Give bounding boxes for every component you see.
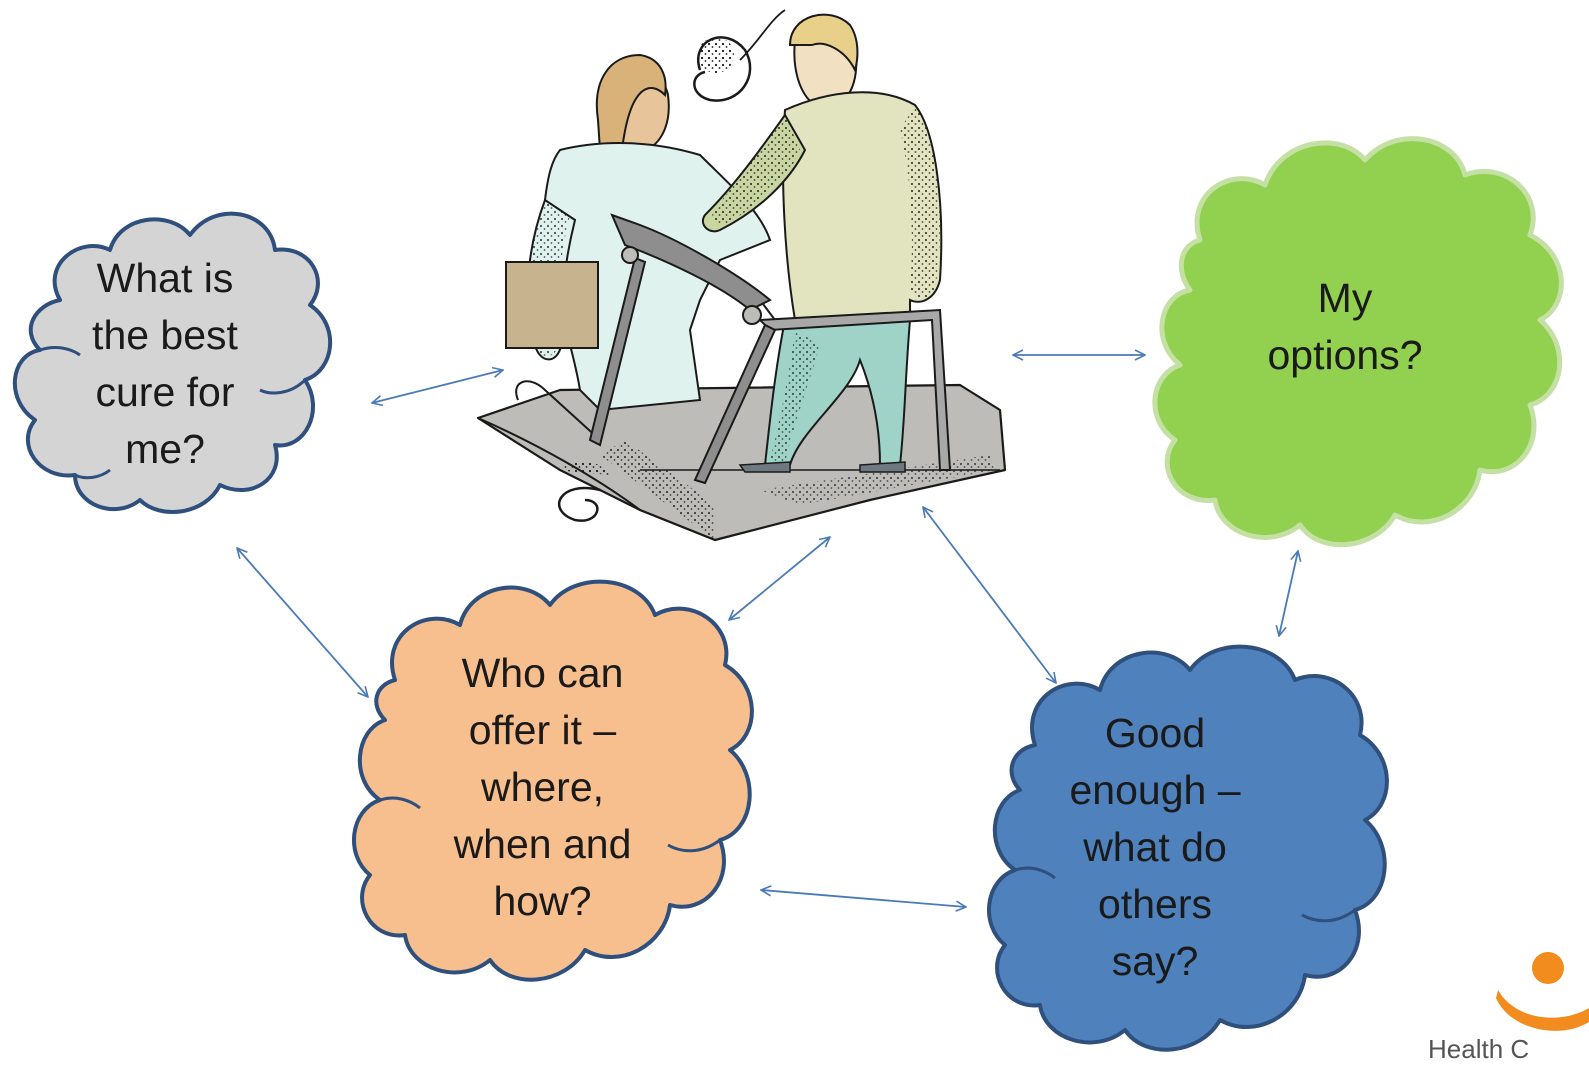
cloud-good-enough-text: Good enough – what do others say? <box>1069 710 1241 984</box>
cloud-who-can-offer-text: Who can offer it – where, when and how? <box>453 650 632 924</box>
cloud-options-text: My options? <box>1267 275 1423 378</box>
patient-figure <box>701 13 943 473</box>
arrow-cure-who <box>237 548 368 697</box>
arrow-options-good <box>1279 551 1298 636</box>
cloud-good-enough-shape <box>987 644 1389 1052</box>
arrow-cure-illustration <box>372 370 503 403</box>
patient-treadmill-illustration <box>476 9 1007 542</box>
cloud-options <box>1152 136 1564 548</box>
cloud-best-cure <box>12 211 333 514</box>
arrow-illustration-good <box>923 507 1056 683</box>
treadmill-deck <box>476 383 1007 542</box>
health-logo-icon <box>1496 952 1589 1031</box>
treadmill-rails <box>588 213 952 485</box>
arrow-who-illustration <box>729 537 830 620</box>
cloud-best-cure-shape <box>12 211 333 514</box>
cloud-best-cure-text: What is the best cure for me? <box>92 255 238 472</box>
cloud-options-shape <box>1152 136 1564 548</box>
arrow-who-good <box>761 890 966 907</box>
cloud-good-enough <box>987 644 1389 1052</box>
brand-name: Health C <box>1428 1034 1530 1064</box>
cloud-who-can-offer-shape <box>352 579 754 982</box>
cloud-who-can-offer <box>352 579 754 982</box>
